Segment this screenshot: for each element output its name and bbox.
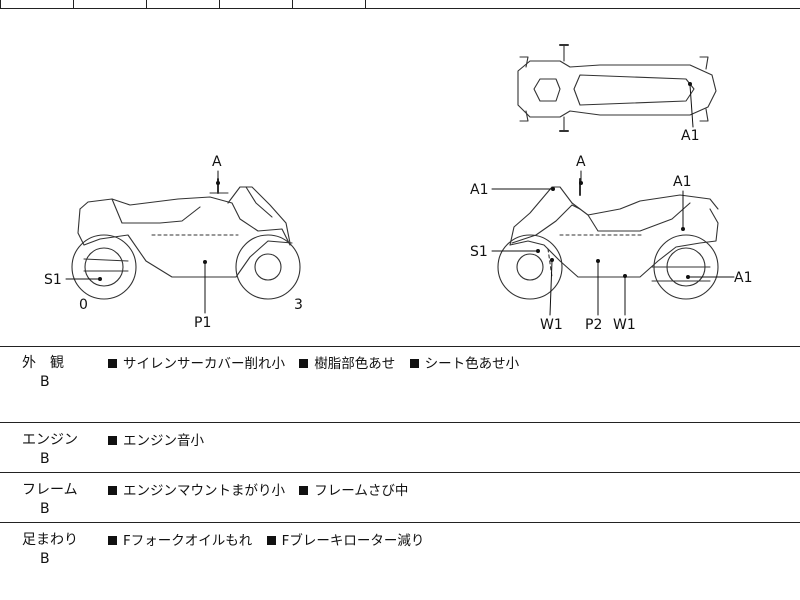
label-left-0: 0 bbox=[79, 297, 88, 313]
label-left-s1: S1 bbox=[44, 272, 62, 288]
left-scooter-side-view bbox=[71, 178, 301, 300]
row-notes: Fフォークオイルもれ Fブレーキローター減り bbox=[108, 529, 434, 549]
row-label: 外 観 bbox=[22, 355, 64, 371]
note-text: Fフォークオイルもれ bbox=[123, 533, 253, 549]
label-left-3: 3 bbox=[294, 297, 303, 313]
note-text: 樹脂部色あせ bbox=[314, 356, 396, 372]
header-cell bbox=[146, 0, 219, 8]
condition-row-suspension: 足まわり B Fフォークオイルもれ Fブレーキローター減り bbox=[0, 523, 800, 600]
row-notes: サイレンサーカバー削れ小 樹脂部色あせ シート色あせ小 bbox=[108, 352, 529, 372]
square-bullet-icon bbox=[409, 359, 419, 368]
header-cell bbox=[219, 0, 292, 8]
label-right-a1-wheel: A1 bbox=[734, 270, 752, 286]
label-top-a1: A1 bbox=[681, 128, 699, 144]
square-bullet-icon bbox=[108, 486, 117, 495]
square-bullet-icon bbox=[299, 359, 309, 368]
square-bullet-icon bbox=[108, 359, 117, 368]
square-bullet-icon bbox=[299, 486, 309, 495]
label-right-a-top: A bbox=[576, 154, 586, 170]
square-bullet-icon bbox=[108, 436, 117, 445]
row-notes: エンジンマウントまがり小 フレームさび中 bbox=[108, 479, 418, 499]
right-scooter-side-view bbox=[497, 178, 719, 300]
header-cell bbox=[0, 0, 73, 8]
damage-diagram: A S1 P1 0 3 A1 A A1 A1 S1 A1 W1 P2 W1 bbox=[0, 8, 800, 347]
top-scooter-plan-view bbox=[517, 44, 717, 132]
row-grade: B bbox=[40, 501, 50, 517]
note-text: エンジン音小 bbox=[123, 433, 204, 449]
header-cell bbox=[292, 0, 365, 8]
note-text: フレームさび中 bbox=[314, 483, 409, 499]
note-text: シート色あせ小 bbox=[424, 356, 520, 372]
square-bullet-icon bbox=[266, 536, 276, 545]
row-grade: B bbox=[40, 374, 50, 390]
header-cell bbox=[73, 0, 146, 8]
label-left-p1: P1 bbox=[194, 315, 211, 331]
note-text: エンジンマウントまがり小 bbox=[123, 483, 285, 499]
label-right-a1-upper: A1 bbox=[673, 174, 691, 190]
label-right-a1-left: A1 bbox=[470, 182, 488, 198]
row-label: フレーム bbox=[22, 482, 78, 498]
condition-row-frame: フレーム B エンジンマウントまがり小 フレームさび中 bbox=[0, 473, 800, 523]
row-label: エンジン bbox=[22, 432, 78, 448]
label-right-w1-left: W1 bbox=[540, 317, 563, 333]
note-text: サイレンサーカバー削れ小 bbox=[123, 356, 285, 372]
row-grade: B bbox=[40, 551, 50, 567]
square-bullet-icon bbox=[108, 536, 117, 545]
leader-dots bbox=[98, 82, 692, 281]
header-table-remnant bbox=[0, 0, 800, 8]
label-right-p2: P2 bbox=[585, 317, 602, 333]
leader-lines bbox=[65, 84, 735, 316]
row-label: 足まわり bbox=[22, 532, 78, 548]
label-right-w1-right: W1 bbox=[613, 317, 636, 333]
condition-row-engine: エンジン B エンジン音小 bbox=[0, 423, 800, 473]
note-text: Fブレーキローター減り bbox=[281, 533, 425, 549]
condition-row-exterior: 外 観 B サイレンサーカバー削れ小 樹脂部色あせ シート色あせ小 bbox=[0, 346, 800, 423]
scooter-diagram-svg: A S1 P1 0 3 A1 A A1 A1 S1 A1 W1 P2 W1 bbox=[44, 44, 752, 333]
row-grade: B bbox=[40, 451, 50, 467]
label-right-s1: S1 bbox=[470, 244, 488, 260]
header-cell bbox=[365, 0, 800, 8]
row-notes: エンジン音小 bbox=[108, 429, 214, 449]
label-left-a: A bbox=[212, 154, 222, 170]
